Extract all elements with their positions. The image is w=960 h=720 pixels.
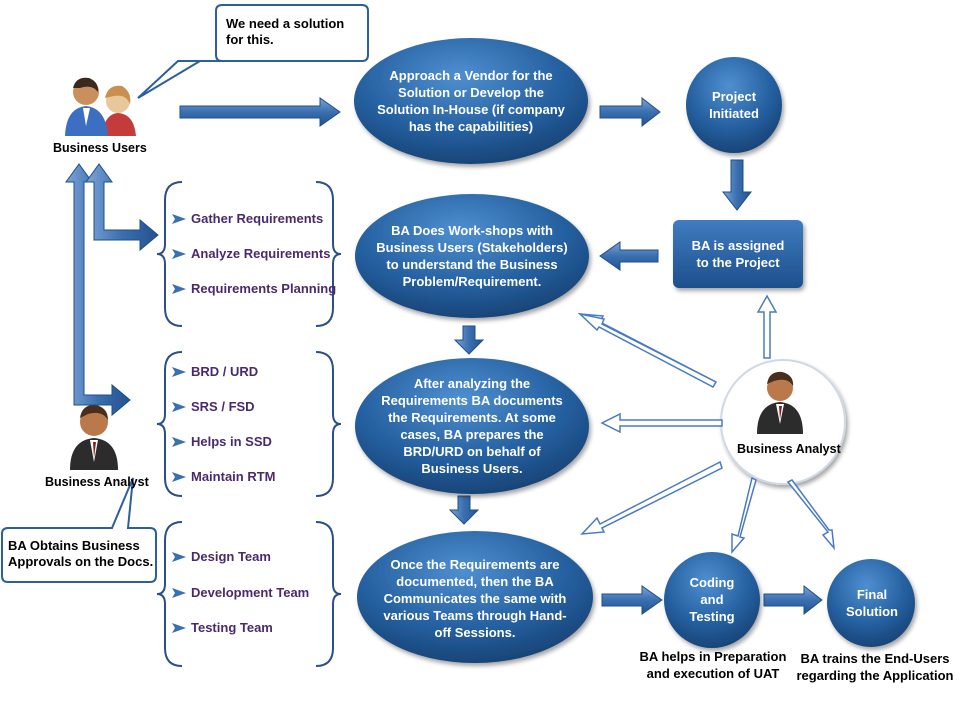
arrow-documents-to-communicates bbox=[448, 495, 480, 525]
arrow-project-to-assigned bbox=[721, 159, 753, 211]
list-item-development: Development Team bbox=[191, 585, 310, 600]
bracket-requirements bbox=[156, 181, 342, 327]
step-final-solution-text: Final Solution bbox=[846, 587, 898, 619]
step-coding-testing-shape bbox=[664, 552, 760, 648]
arrow-workshops-to-documents bbox=[453, 325, 485, 355]
bracket-documents bbox=[156, 351, 342, 497]
caption-training: BA trains the End-Users regarding the Ap… bbox=[796, 651, 954, 683]
step-project-initiated-shape bbox=[686, 57, 782, 153]
arrow-coding-to-final bbox=[763, 584, 823, 616]
list-item-planning: Requirements Planning bbox=[191, 281, 337, 296]
arrow-communicates-to-coding bbox=[601, 585, 663, 615]
step-documents-text: After analyzing the Requirements BA docu… bbox=[381, 376, 563, 476]
ba-approvals-speech-text: BA Obtains Business Approvals on the Doc… bbox=[8, 538, 154, 569]
business-analyst-left-label: Business Analyst bbox=[45, 475, 149, 489]
bracket-teams bbox=[156, 521, 342, 667]
step-documents-shape bbox=[355, 358, 589, 494]
callout-business-users bbox=[137, 4, 369, 99]
step-project-initiated-text: Project Initiated bbox=[709, 89, 759, 121]
step-ba-assigned-text: BA is assigned to the Project bbox=[691, 238, 785, 270]
caption-uat: BA helps in Preparation and execution of… bbox=[639, 649, 787, 681]
list-item-design: Design Team bbox=[191, 549, 271, 564]
step-final-solution-shape bbox=[827, 559, 915, 647]
business-analyst-right-badge bbox=[720, 359, 846, 485]
callout-ba-approvals bbox=[1, 477, 157, 583]
arrow-users-to-vendor bbox=[179, 97, 341, 127]
outline-arrows bbox=[577, 294, 836, 555]
step-ba-assigned-shape bbox=[673, 220, 803, 288]
business-users-speech-text: We need a solution for this. bbox=[226, 16, 345, 47]
business-analyst-right-label: Business Analyst bbox=[737, 442, 841, 456]
step-workshops-shape bbox=[355, 194, 589, 318]
list-item-testing: Testing Team bbox=[191, 620, 273, 635]
business-users-icon bbox=[65, 77, 136, 136]
ba-to-users-arrow bbox=[65, 163, 159, 417]
business-users-label: Business Users bbox=[53, 141, 147, 155]
list-item-ssd: Helps in SSD bbox=[191, 434, 272, 449]
step-communicates-shape bbox=[357, 531, 593, 663]
list-item-srs: SRS / FSD bbox=[191, 399, 255, 414]
step-approach-vendor-text: Approach a Vendor for the Solution or De… bbox=[377, 68, 565, 134]
list-item-gather: Gather Requirements bbox=[191, 211, 324, 226]
list-bullets bbox=[172, 214, 186, 633]
list-item-analyze: Analyze Requirements bbox=[191, 246, 331, 261]
list-item-rtm: Maintain RTM bbox=[191, 469, 276, 484]
step-communicates-text: Once the Requirements are documented, th… bbox=[383, 556, 567, 640]
list-item-brd: BRD / URD bbox=[191, 364, 259, 379]
arrow-vendor-to-project bbox=[599, 96, 661, 128]
business-analyst-left-icon bbox=[70, 404, 118, 470]
step-coding-testing-text: Coding and Testing bbox=[689, 574, 735, 624]
arrow-assigned-to-workshops bbox=[599, 241, 659, 271]
step-approach-vendor-shape bbox=[354, 38, 588, 164]
step-workshops-text: BA Does Work-shops with Business Users (… bbox=[376, 223, 568, 289]
